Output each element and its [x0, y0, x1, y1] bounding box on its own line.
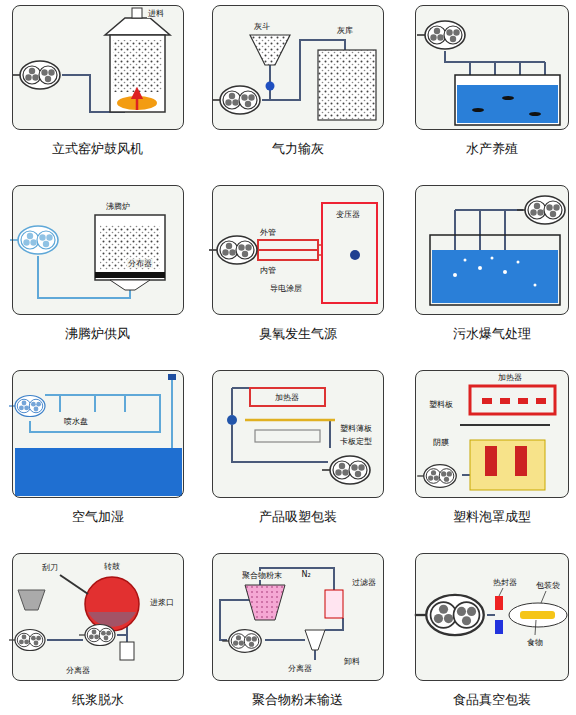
application-panel: 食品真空包装 [415, 553, 569, 681]
part-label: N₂ [300, 570, 311, 579]
part-label: 过滤器 [351, 578, 377, 587]
part-label: 聚合物粉末 [241, 571, 283, 580]
application-panel: 沸腾炉供风 [12, 185, 184, 315]
part-label: 变压器 [335, 210, 361, 219]
part-label: 塑料薄板 [339, 424, 373, 433]
part-label: 食物 [526, 638, 544, 647]
application-caption: 纸浆脱水 [72, 692, 124, 708]
part-label: 刮刀 [41, 563, 59, 572]
part-label: 加热器 [497, 373, 523, 382]
application-caption: 产品吸塑包装 [259, 509, 337, 525]
application-caption: 污水爆气处理 [453, 326, 531, 342]
part-label: 外管 [259, 228, 277, 237]
part-label: 灰斗 [253, 22, 271, 31]
application-panel: 水产养殖 [415, 5, 569, 130]
application-caption: 聚合物粉末输送 [252, 692, 343, 708]
application-panel: 污水爆气处理 [415, 185, 569, 315]
part-label: 沸腾炉 [105, 202, 131, 211]
application-caption: 水产养殖 [466, 141, 518, 157]
part-label: 卸料 [343, 657, 361, 666]
part-label: 热封器 [492, 578, 518, 587]
part-label: 塑料板 [428, 400, 454, 409]
application-panel: 产品吸塑包装 [212, 370, 384, 498]
application-caption: 塑料泡罩成型 [453, 509, 531, 525]
application-panel: 纸浆脱水 [12, 553, 184, 681]
part-label: 转鼓 [103, 562, 121, 571]
application-panel: 臭氧发生气源 [212, 185, 384, 315]
application-panel: 空气加湿 [12, 370, 184, 498]
part-label: 喷水盘 [63, 417, 89, 426]
part-label: 分离器 [287, 664, 313, 673]
application-caption: 立式窑炉鼓风机 [52, 141, 143, 157]
application-caption: 食品真空包装 [453, 692, 531, 708]
part-label: 灰库 [336, 26, 354, 35]
part-label: 内管 [259, 266, 277, 275]
part-label: 分布器 [127, 259, 153, 268]
application-caption: 臭氧发生气源 [259, 326, 337, 342]
application-caption: 气力输灰 [272, 141, 324, 157]
part-label: 包装袋 [535, 581, 561, 590]
part-label: 加热器 [274, 393, 300, 402]
application-panel: 气力输灰 [212, 5, 384, 130]
application-caption: 沸腾炉供风 [65, 326, 130, 342]
part-label: 进料 [147, 9, 165, 18]
application-panel: 塑料泡罩成型 [415, 370, 569, 498]
part-label: 卡板定型 [339, 437, 373, 446]
part-label: 进浆口 [149, 598, 175, 607]
part-label: 导电涂层 [269, 284, 303, 293]
application-caption: 空气加湿 [72, 509, 124, 525]
part-label: 分离器 [65, 666, 91, 675]
application-panel: 立式窑炉鼓风机 [12, 5, 184, 130]
part-label: 阴膜 [432, 438, 450, 447]
